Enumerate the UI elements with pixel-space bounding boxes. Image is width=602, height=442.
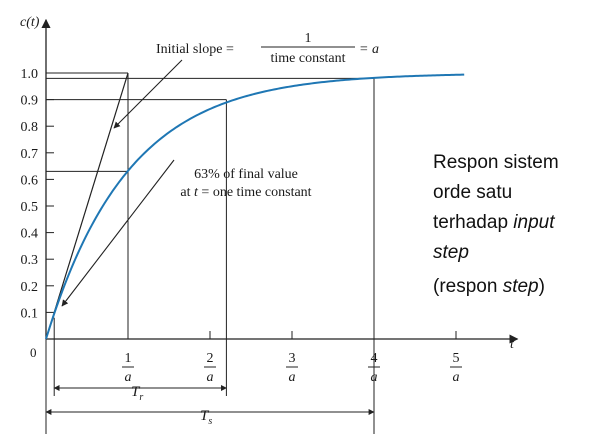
x-tick-label-3: 3a	[286, 351, 298, 385]
origin-label: 0	[30, 345, 37, 360]
x-tick-denominator-5: a	[453, 370, 460, 385]
percent-line2: at t = one time constant	[180, 185, 311, 200]
y-tick-label-0.3: 0.3	[21, 253, 39, 268]
settling-time-label: Ts	[200, 408, 212, 427]
y-tick-label-1.0: 1.0	[21, 67, 39, 82]
percent-annotation: 63% of final value at t = one time const…	[61, 159, 312, 307]
x-tick-label-2: 2a	[204, 351, 216, 385]
x-tick-numerator-2: 2	[207, 351, 214, 366]
y-tick-label-0.5: 0.5	[21, 200, 39, 215]
rise-time-label: Tr	[131, 384, 143, 403]
x-tick-numerator-1: 1	[125, 351, 132, 366]
caption-line5: (respon step)	[433, 276, 545, 297]
slope-suffix: = a	[359, 42, 379, 57]
y-tick-label-0.9: 0.9	[21, 94, 39, 109]
y-tick-label-0.8: 0.8	[21, 120, 39, 135]
caption-line2: orde satu	[433, 182, 513, 203]
slope-prefix: Initial slope =	[156, 42, 234, 57]
slope-denominator: time constant	[270, 51, 345, 66]
x-tick-denominator-2: a	[207, 370, 214, 385]
y-tick-label-0.4: 0.4	[21, 227, 39, 242]
x-tick-denominator-3: a	[289, 370, 296, 385]
caption-line1: Respon sistem	[433, 152, 559, 173]
chart-caption: Respon sistem orde satu terhadap input s…	[433, 146, 598, 302]
x-axis-label: t	[510, 337, 515, 352]
initial-slope-line	[45, 72, 129, 340]
y-axis-label: c(t)	[20, 15, 40, 30]
initial-slope-annotation: Initial slope = 1 time constant = a	[113, 31, 379, 129]
caption-input-word: input	[513, 212, 555, 233]
time-intervals	[45, 317, 375, 434]
y-tick-label-0.2: 0.2	[21, 280, 39, 295]
guide-lines	[46, 72, 375, 339]
y-tick-label-0.1: 0.1	[21, 306, 39, 321]
percent-pointer-arrow	[61, 159, 175, 307]
slope-numerator: 1	[305, 31, 312, 46]
x-tick-label-1: 1a	[122, 351, 134, 385]
x-tick-numerator-3: 3	[289, 351, 296, 366]
x-tick-denominator-1: a	[125, 370, 132, 385]
y-tick-label-0.7: 0.7	[21, 147, 39, 162]
caption-line4: step	[433, 242, 469, 263]
response-curve	[45, 73, 465, 340]
percent-line1: 63% of final value	[194, 167, 298, 182]
curve-layer	[45, 72, 465, 340]
y-tick-label-0.6: 0.6	[21, 173, 39, 188]
slope-pointer-arrow	[113, 59, 183, 129]
x-tick-numerator-5: 5	[453, 351, 460, 366]
caption-line3: terhadap input	[433, 212, 555, 233]
tick-marks: 0.10.20.30.40.50.60.70.80.91.01a2a3a4a5a	[21, 67, 462, 385]
x-tick-label-5: 5a	[450, 351, 462, 385]
